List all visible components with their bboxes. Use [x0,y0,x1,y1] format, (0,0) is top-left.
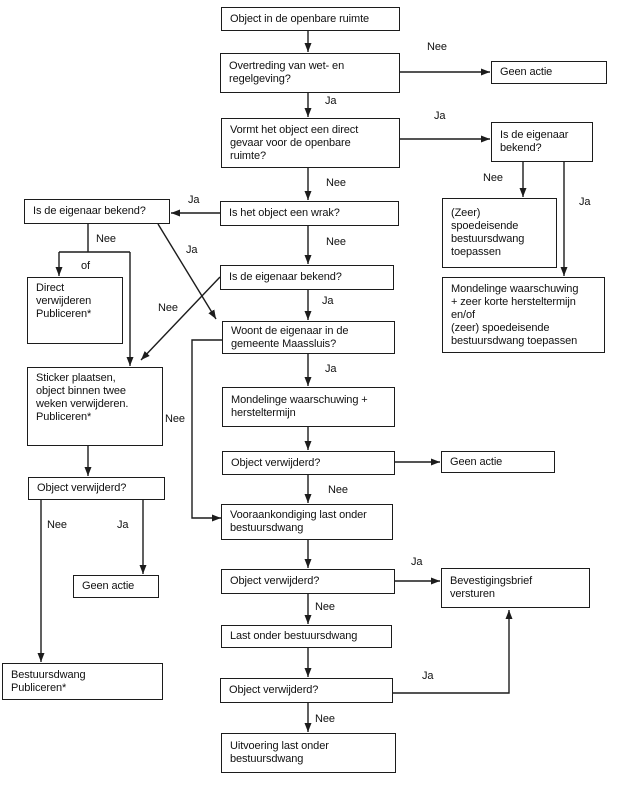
edge-label-ja-eigenaar-rechts: Ja [579,196,591,208]
edge-eigenaar-midden-to-sticker-diagonal [140,276,221,361]
edge-label-nee-eigenaar-links: Nee [96,233,116,245]
flow-node-q-verwijderd-2: Object verwijderd? [221,569,395,594]
flow-node-bestuursdwang-pub: Bestuursdwang Publiceren* [2,663,163,700]
flow-node-q-wrak: Is het object een wrak? [220,201,399,226]
edge-eigenaar-links-to-woont-diagonal [157,223,217,320]
edge-verwijderd3-to-bevestiging [393,610,513,694]
flow-node-sticker-plaatsen: Sticker plaatsen, object binnen twee wek… [27,367,163,446]
edge-label-nee-verwijderd-1: Nee [328,484,348,496]
flow-node-uitvoering: Uitvoering last onder bestuursdwang [221,733,396,773]
edge-label-ja-woont: Ja [325,363,337,375]
edge-label-nee-verwijderd-2: Nee [315,601,335,613]
flow-node-q-eigenaar-links: Is de eigenaar bekend? [24,199,170,224]
edge-label-ja-eigenaar-midden: Ja [322,295,334,307]
flow-node-mondeling-herstel: Mondelinge waarschuwing + hersteltermijn [222,387,395,427]
edge-label-ja-gevaar: Ja [434,110,446,122]
edge-label-nee-overtreding: Nee [427,41,447,53]
flow-node-geen-actie-2: Geen actie [441,451,555,473]
flow-node-geen-actie-3: Geen actie [73,575,159,598]
edge-label-ja-wrak: Ja [188,194,200,206]
edge-label-ja-overtreding: Ja [325,95,337,107]
flow-node-q-verwijderd-1: Object verwijderd? [222,451,395,475]
edge-woont-nee-bypass [191,339,222,522]
flow-node-start: Object in de openbare ruimte [221,7,400,31]
edge-label-nee-verwijderd-3: Nee [315,713,335,725]
edge-label-ja-diagonaal: Ja [186,244,198,256]
flow-node-zeer-spoedeisend: (Zeer) spoedeisende bestuursdwang toepas… [442,198,557,268]
edge-label-nee-eigenaar-rechts: Nee [483,172,503,184]
edge-label-nee-verwijderd-links: Nee [47,519,67,531]
edge-label-ja-verwijderd-2: Ja [411,556,423,568]
edge-label-nee-wrak: Nee [326,236,346,248]
flow-node-geen-actie-1: Geen actie [491,61,607,84]
flow-node-mondeling-kort: Mondelinge waarschuwing + zeer korte her… [442,277,605,353]
flow-node-q-gevaar: Vormt het object een direct gevaar voor … [221,118,400,168]
flow-node-direct-verwijderen: Direct verwijderen Publiceren* [27,277,123,344]
flow-node-q-eigenaar-rechts: Is de eigenaar bekend? [491,122,593,162]
flow-node-q-overtreding: Overtreding van wet- en regelgeving? [220,53,400,93]
flow-node-q-eigenaar-midden: Is de eigenaar bekend? [220,265,394,290]
flow-node-q-verwijderd-3: Object verwijderd? [220,678,393,703]
flow-node-bevestigingsbrief: Bevestigingsbrief versturen [441,568,590,608]
edge-label-of-splitsing: of [81,260,90,272]
edge-label-nee-diagonaal: Nee [158,302,178,314]
edge-label-nee-gevaar: Nee [326,177,346,189]
flow-node-vooraankondiging: Vooraankondiging last onder bestuursdwan… [221,504,393,540]
flow-node-q-woont-maassluis: Woont de eigenaar in de gemeente Maasslu… [222,321,395,354]
flow-node-q-verwijderd-links: Object verwijderd? [28,477,165,500]
edge-label-ja-verwijderd-links: Ja [117,519,129,531]
edge-label-ja-verwijderd-3: Ja [422,670,434,682]
edge-group [37,31,568,732]
edge-label-nee-woont: Nee [165,413,185,425]
flow-node-last-onder: Last onder bestuursdwang [221,625,392,648]
